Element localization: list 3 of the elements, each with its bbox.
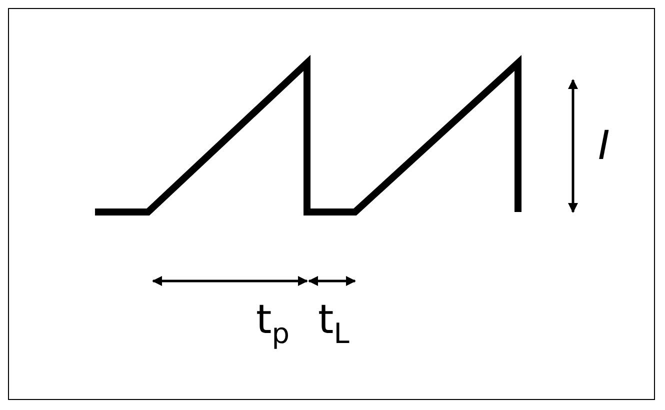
time-label: t$_{p}$	[256, 300, 290, 348]
current-label: I	[598, 126, 610, 166]
time-label: t$_{L}$	[318, 300, 350, 348]
